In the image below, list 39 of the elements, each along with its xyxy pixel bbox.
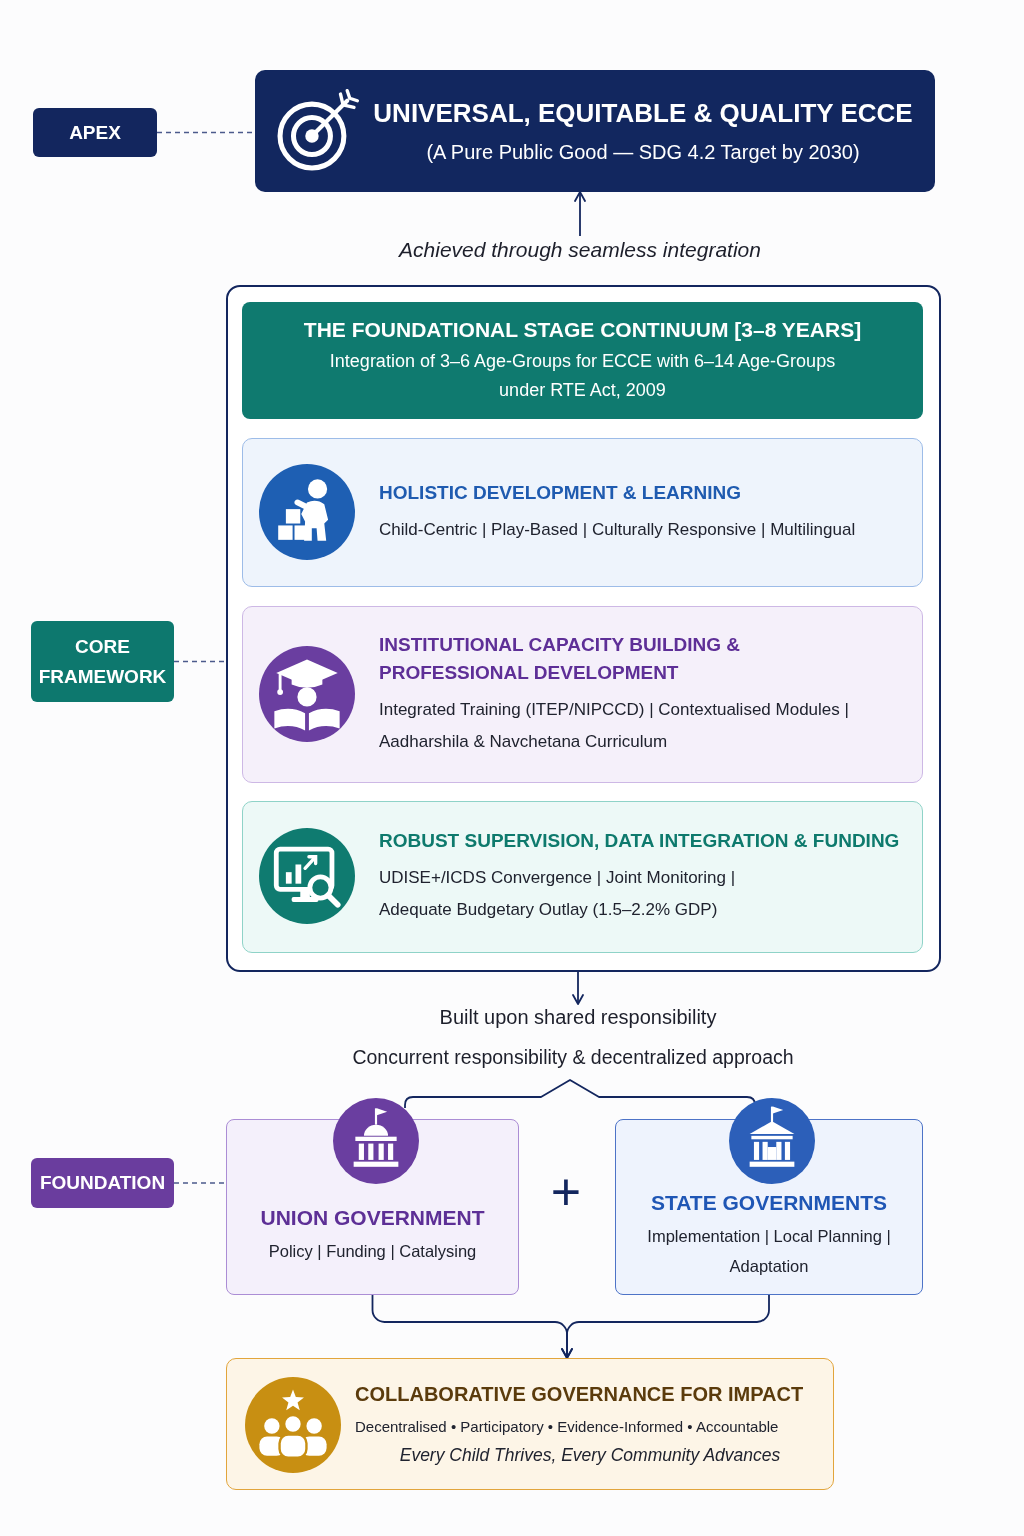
card-text: UDISE+/ICDS Convergence | Joint Monitoring | Adequate Budgetary Outlay (1.5–2.2% GDP) (379, 866, 737, 922)
arrow (574, 191, 586, 237)
info-card (242, 438, 923, 587)
card-text: Child-Centric | Play-Based | Culturally Responsive | Multilingual (379, 518, 857, 541)
card-title: COLLABORATIVE GOVERNANCE FOR IMPACT (355, 1382, 805, 1408)
card-title: STATE GOVERNMENTS (649, 1189, 889, 1216)
caption-text: Achieved through seamless integration (399, 237, 761, 263)
card-text: Implementation | Local Planning | Adaptation (646, 1225, 892, 1277)
plus-sign: + (550, 1166, 582, 1218)
tier-tag (31, 621, 174, 702)
caption-text: Concurrent responsibility & decentralized approach (352, 1045, 794, 1070)
tier-tag (31, 1158, 174, 1208)
dashed-connector (173, 1182, 227, 1184)
banner-subtitle: Integration of 3–6 Age-Groups for ECCE with 6–14 Age-Groups under RTE Act, 2009 (328, 350, 837, 403)
outcome-card (226, 1358, 834, 1490)
stage-banner (242, 302, 923, 419)
arrow (572, 971, 584, 1005)
framework-frame (226, 285, 941, 972)
card-title: UNION GOVERNMENT (259, 1204, 486, 1231)
card-title: HOLISTIC DEVELOPMENT & LEARNING (379, 481, 743, 506)
card-title: ROBUST SUPERVISION, DATA INTEGRATION & FUNDING (379, 829, 901, 854)
info-card (242, 801, 923, 953)
caption-text: Built upon shared responsibility (439, 1005, 717, 1030)
goal-subtitle: (A Pure Public Good — SDG 4.2 Target by 2030) (425, 140, 861, 166)
card-title: INSTITUTIONAL CAPACITY BUILDING & PROFESSIONAL DEVELOPMENT (379, 632, 741, 686)
tagline-text: Every Child Thrives, Every Community Advances (398, 1443, 782, 1467)
tier-label: CORE FRAMEWORK (37, 635, 168, 689)
tier-tag (33, 108, 157, 157)
dashed-connector (173, 660, 227, 663)
card-text: Policy | Funding | Catalysing (268, 1240, 477, 1262)
card-text: Decentralised • Participatory • Evidence-Informed • Accountable (355, 1417, 780, 1438)
tier-label: FOUNDATION (39, 1171, 166, 1196)
card-text: Integrated Training (ITEP/NIPCCD) | Contextualised Modules | Aadharshila & Navchetana Curriculum (379, 698, 850, 753)
arrow (561, 1294, 770, 1359)
info-card (242, 606, 923, 783)
goal-title: UNIVERSAL, EQUITABLE & QUALITY ECCE (372, 96, 914, 130)
tier-label: APEX (69, 120, 121, 145)
banner-title: THE FOUNDATIONAL STAGE CONTINUUM [3–8 YEARS] (302, 317, 863, 344)
goal-banner (255, 70, 935, 192)
